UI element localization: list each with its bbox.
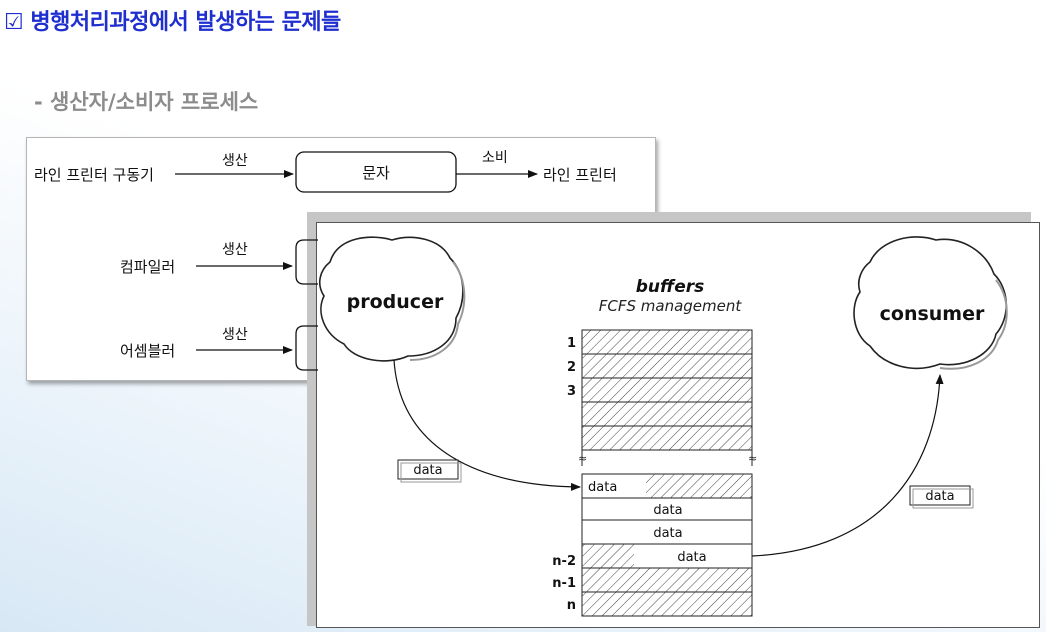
buffers-subtitle: FCFS management — [599, 297, 743, 315]
buffer-top-slots: ≈ ≈ — [578, 329, 757, 466]
svg-text:≈: ≈ — [748, 452, 757, 465]
slot-label-2: 2 — [567, 360, 576, 375]
producer-label: producer — [347, 291, 444, 313]
consumer-data-tag — [909, 485, 971, 506]
producer-data-label: data — [413, 463, 442, 478]
slot-label-n-2: n-2 — [552, 554, 576, 569]
source-label-assembler: 어셈블러 — [120, 342, 175, 360]
buffers-title: buffers — [636, 277, 704, 297]
slot-data-b: data — [653, 503, 682, 518]
consume-label: 소비 — [482, 150, 508, 166]
produce-label-3: 생산 — [222, 327, 248, 343]
slot-data-a: data — [588, 480, 617, 495]
buffer-diagram: producer consumer buffers FCFS managemen… — [318, 236, 1008, 617]
producer-data-tag — [397, 459, 459, 480]
slot-label-1: 1 — [567, 336, 576, 351]
buffer-to-consumer-arrow — [751, 374, 944, 557]
buffer-bottom-slots — [581, 473, 753, 617]
produce-label-1: 생산 — [222, 153, 248, 169]
slot-label-n-1: n-1 — [552, 576, 576, 591]
svg-text:≈: ≈ — [578, 452, 587, 465]
consumer-cloud — [853, 236, 1007, 370]
section-subtitle: - 생산자/소비자 프로세스 — [34, 90, 259, 114]
assembler-box-edge — [295, 325, 318, 371]
slot-data-c: data — [653, 526, 682, 541]
slot-label-3: 3 — [567, 384, 576, 399]
target-label-printer: 라인 프린터 — [543, 166, 617, 184]
page-title: ☑ 병행처리과정에서 발생하는 문제들 — [4, 10, 341, 35]
char-buffer-box — [295, 151, 457, 193]
producer-to-buffer-arrow — [393, 359, 581, 491]
consumer-label: consumer — [880, 303, 985, 325]
producer-cloud — [318, 236, 464, 362]
compiler-box-edge — [295, 239, 318, 285]
produce-label-2: 생산 — [222, 242, 248, 258]
pipeline-diagram: 라인 프린터 구동기 생산 문자 소비 라인 프린터 컴파일러 생산 어셈블러 … — [34, 150, 617, 371]
char-buffer-label: 문자 — [362, 164, 390, 182]
consumer-data-label: data — [925, 489, 954, 504]
source-label-printer-driver: 라인 프린터 구동기 — [34, 166, 154, 184]
slot-label-n: n — [567, 598, 576, 613]
slot-data-d: data — [677, 550, 706, 565]
source-label-compiler: 컴파일러 — [120, 258, 175, 276]
